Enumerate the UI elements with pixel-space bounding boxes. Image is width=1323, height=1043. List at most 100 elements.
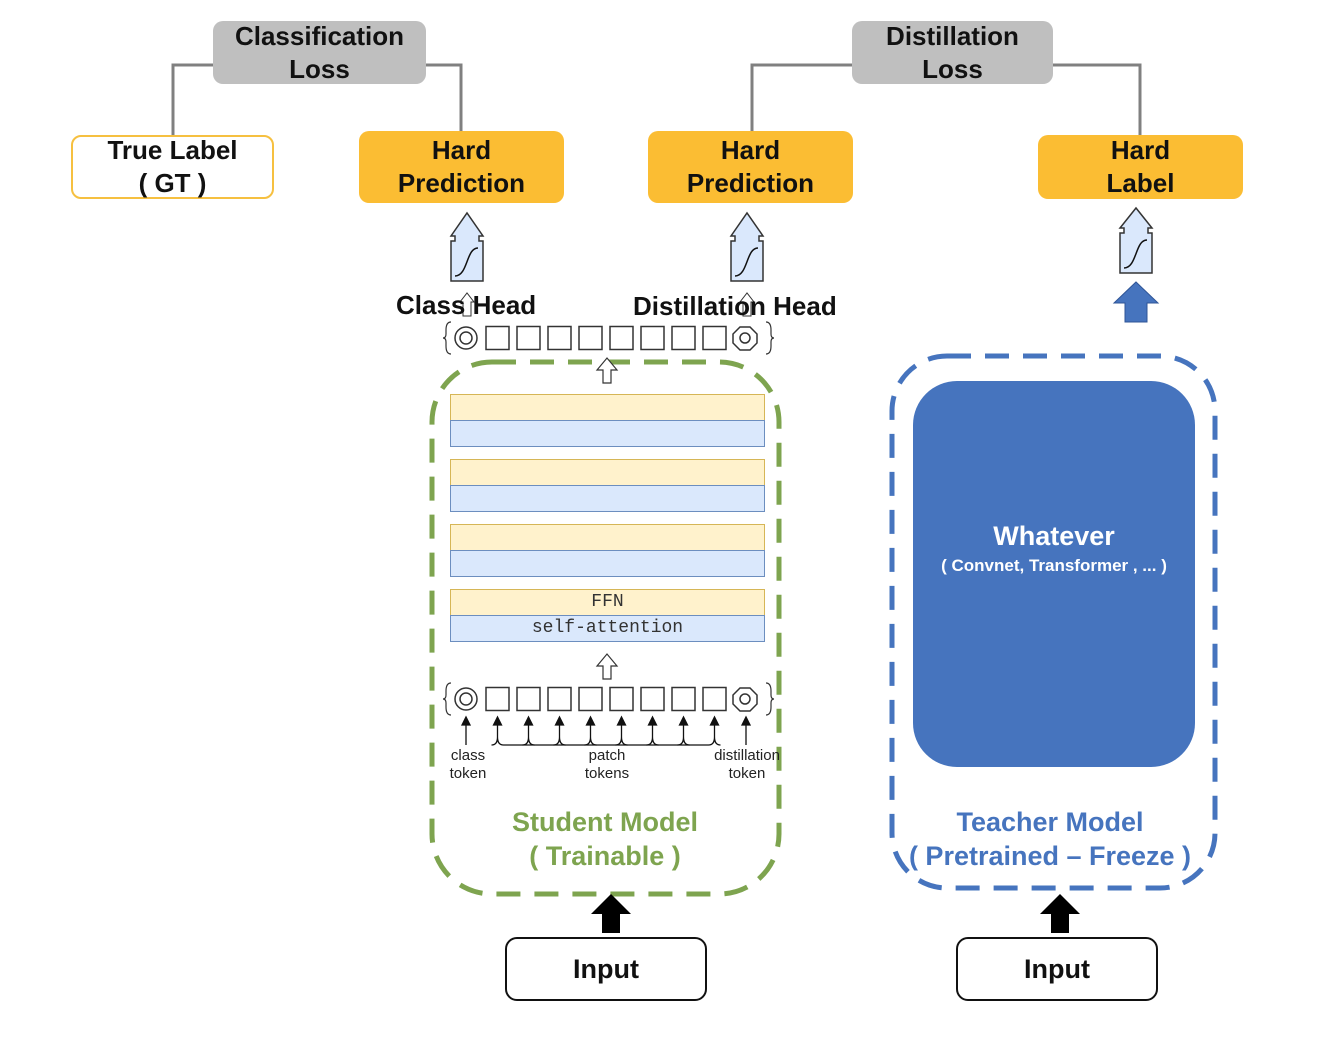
self-attention-block: [450, 485, 765, 512]
class-head-sigmoid-icon: [449, 211, 485, 282]
input-patch-token-icon: [547, 686, 572, 712]
output-patch-token-icon: [547, 325, 572, 351]
teacher-output-arrow-icon: [1112, 281, 1160, 323]
distillation-loss-box: Distillation Loss: [852, 21, 1053, 84]
patch-token-arrowhead-icon: [616, 715, 627, 726]
embedding-arrow-icon: [595, 653, 619, 680]
input-patch-token-icon: [578, 686, 603, 712]
patch-token-arrowhead-icon: [585, 715, 596, 726]
patch-tokens-label-line2: tokens: [584, 765, 630, 782]
classification-loss-connector-right: [426, 63, 463, 131]
ffn-block: [450, 524, 765, 551]
output-patch-token-icon: [609, 325, 634, 351]
distillation-token-label-line1: distillation: [714, 747, 780, 764]
input-patch-token-icon: [516, 686, 541, 712]
patch-token-arrowhead-icon: [523, 715, 534, 726]
student-model-subtitle: ( Trainable ): [529, 841, 681, 871]
patch-token-arrow-icon: [584, 722, 597, 746]
teacher-core-title: Whatever: [993, 521, 1115, 551]
teacher-network-block: Whatever ( Convnet, Transformer , ... ): [913, 381, 1195, 767]
distillation-token-label: distillation token: [706, 747, 788, 783]
input-patch-token-icon: [671, 686, 696, 712]
patch-tokens-label: patch tokens: [567, 747, 647, 783]
distillation-token-arrow-icon: [740, 715, 752, 745]
patch-token-arrowhead-icon: [492, 715, 503, 726]
output-token-row: [442, 321, 775, 355]
distill-hard-prediction-box: Hard Prediction: [648, 131, 853, 203]
distillation-head-sigmoid-icon: [729, 211, 765, 282]
teacher-model-subtitle: ( Pretrained – Freeze ): [908, 841, 1192, 871]
distillation-loss-line2: Loss: [922, 53, 983, 84]
classification-loss-line2: Loss: [289, 53, 350, 84]
input-patch-token-icon: [702, 686, 727, 712]
output-patch-token-icon: [640, 325, 665, 351]
patch-token-arrow-icon: [522, 722, 535, 746]
distillation-head-arrow-icon: [738, 292, 756, 317]
class-token-label-line1: class: [450, 747, 486, 764]
self-attention-block: self-attention: [450, 615, 765, 642]
true-label-line2: ( GT ): [138, 168, 207, 198]
teacher-model-container: [889, 353, 1218, 891]
patch-token-arrow-icon: [615, 722, 628, 746]
class-hard-prediction-box: Hard Prediction: [359, 131, 564, 203]
teacher-head-sigmoid-icon: [1118, 206, 1154, 274]
classification-loss-line1: Classification: [234, 20, 405, 51]
output-patch-token-icon: [516, 325, 541, 351]
patch-token-arrow-icon: [708, 722, 721, 746]
input-distillation-token-icon: [732, 687, 758, 712]
student-input-box: Input: [505, 937, 707, 1001]
input-token-row: [442, 682, 775, 746]
output-class-token-icon: [454, 326, 478, 350]
class-prediction-line1: Hard: [431, 135, 492, 165]
ffn-block: FFN: [450, 589, 765, 616]
distillation-token-label-line2: token: [728, 765, 766, 782]
input-patch-token-icon: [609, 686, 634, 712]
true-label-line1: True Label: [107, 135, 238, 165]
student-input-arrow-icon: [591, 894, 631, 933]
output-distillation-token-icon: [732, 326, 758, 351]
student-model-title: Student Model: [512, 807, 698, 837]
distillation-loss-connector-right: [1053, 63, 1142, 135]
patch-tokens-label-line1: patch: [588, 747, 626, 764]
teacher-core-subtitle: ( Convnet, Transformer , ... ): [941, 556, 1167, 575]
teacher-input-arrow-icon: [1040, 894, 1080, 933]
self-attention-block: [450, 550, 765, 577]
hard-label-line2: Label: [1106, 168, 1175, 198]
ffn-block: [450, 394, 765, 421]
output-patch-token-icon: [578, 325, 603, 351]
teacher-model-label: Teacher Model ( Pretrained – Freeze ): [890, 805, 1210, 873]
student-input-label: Input: [573, 953, 639, 984]
distillation-loss-line1: Distillation: [886, 20, 1019, 51]
input-class-token-icon: [454, 687, 478, 711]
distill-prediction-line1: Hard: [720, 135, 781, 165]
classification-loss-box: Classification Loss: [213, 21, 426, 84]
patch-token-arrow-icon: [646, 722, 659, 746]
class-token-label-line2: token: [449, 765, 487, 782]
transformer-output-arrow-icon: [595, 357, 619, 384]
patch-token-arrowhead-icon: [709, 715, 720, 726]
patch-token-arrowhead-icon: [678, 715, 689, 726]
input-patch-token-icon: [485, 686, 510, 712]
patch-token-arrowhead-icon: [554, 715, 565, 726]
hard-label-box: Hard Label: [1038, 135, 1243, 199]
class-prediction-line2: Prediction: [397, 168, 526, 198]
class-head-label: Class Head: [396, 290, 537, 320]
class-token-arrow-icon: [460, 715, 472, 745]
self-attention-block: [450, 420, 765, 447]
patch-token-arrowhead-icon: [647, 715, 658, 726]
teacher-input-box: Input: [956, 937, 1158, 1001]
patch-token-arrow-icon: [491, 722, 504, 746]
distill-prediction-line2: Prediction: [686, 168, 815, 198]
student-model-label: Student Model ( Trainable ): [455, 805, 755, 873]
patch-token-arrow-icon: [677, 722, 690, 746]
distillation-head-label: Distillation Head: [633, 291, 837, 321]
distillation-loss-connector-left: [750, 63, 852, 131]
hard-label-line1: Hard: [1110, 135, 1171, 165]
teacher-input-label: Input: [1024, 953, 1090, 984]
input-patch-token-icon: [640, 686, 665, 712]
classification-loss-connector-left: [171, 63, 213, 135]
class-token-label: class token: [440, 747, 496, 783]
ffn-block: [450, 459, 765, 486]
patch-token-arrow-icon: [553, 722, 566, 746]
